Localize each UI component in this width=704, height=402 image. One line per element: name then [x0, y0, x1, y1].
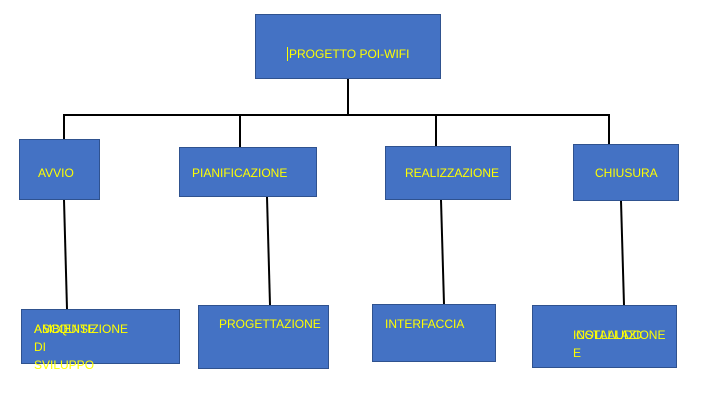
activity-label-line: AMBIENTE DI SVILUPPO [34, 322, 96, 372]
connector-chiusura-to-installazione [620, 200, 625, 306]
activity-label: PROGETTAZIONE [219, 317, 321, 331]
activity-label-line: INSTALLAZIONE E [573, 328, 666, 360]
activity-node-progettazione: PROGETTAZIONE [198, 305, 329, 369]
activity-label: INTERFACCIA [385, 317, 465, 331]
activity-label-line: COLLAUDO [576, 328, 643, 342]
phase-label-avvio: AVVIO [38, 166, 74, 180]
phase-label-realizzazione: REALIZZAZIONE [405, 166, 500, 180]
connector-avvio-to-acquisizione [63, 199, 68, 310]
root-node-progetto: PROGETTO POI-WIFI [255, 14, 441, 79]
connector-pianificazione-to-progettazione [266, 196, 271, 306]
activity-node-interfaccia: INTERFACCIA [372, 304, 496, 362]
phase-node-chiusura: CHIUSURA [573, 144, 679, 201]
activity-node-installazione-collaudo: INSTALLAZIONE E COLLAUDO [532, 305, 677, 368]
phase-node-pianificazione: PIANIFICAZIONE [179, 147, 317, 197]
activity-node-acquisizione-ambiente: ASCQUISIZIONE AMBIENTE DI SVILUPPO [21, 309, 180, 372]
phase-label-chiusura: CHIUSURA [595, 166, 658, 180]
root-node-label: PROGETTO POI-WIFI [286, 47, 410, 61]
connector-realizzazione-to-interfaccia [440, 199, 445, 305]
activity-label-line: ASCQUISIZIONE [34, 322, 129, 336]
phase-node-realizzazione: REALIZZAZIONE [385, 146, 511, 200]
phase-label-pianificazione: PIANIFICAZIONE [192, 166, 288, 180]
phase-node-avvio: AVVIO [19, 139, 100, 200]
